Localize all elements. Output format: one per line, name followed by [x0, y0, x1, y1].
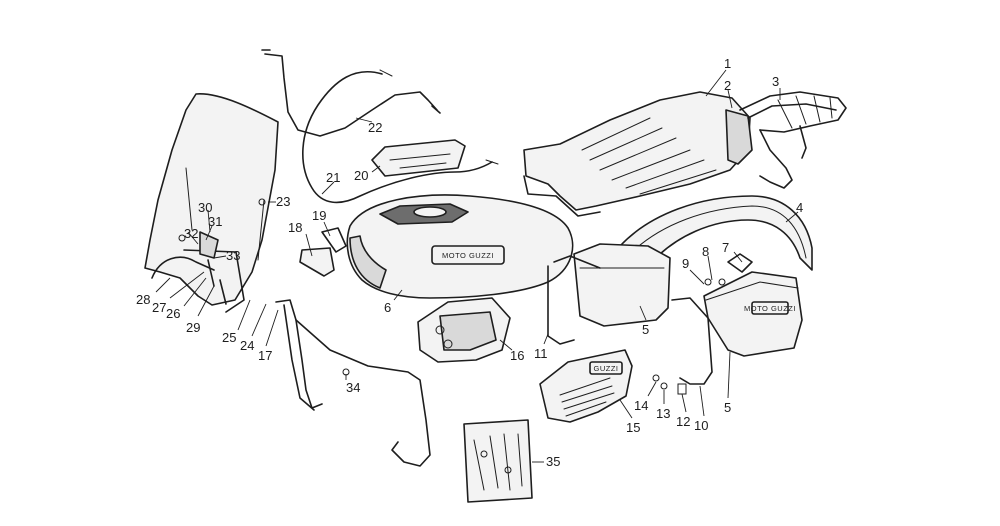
- callout-20: 20: [354, 168, 368, 183]
- pannier-rail-right: [671, 297, 713, 385]
- side-panel-left: [417, 297, 511, 363]
- callout-2: 2: [724, 78, 731, 93]
- mount-bracket: [299, 227, 347, 277]
- callout-18: 18: [288, 220, 302, 235]
- callout-23: 23: [276, 194, 290, 209]
- callout-12: 12: [676, 414, 690, 429]
- callout-5b: 5: [724, 400, 731, 415]
- callout-13: 13: [656, 406, 670, 421]
- crash-bar: [275, 299, 431, 467]
- callout-28: 28: [136, 292, 150, 307]
- handlebar: [261, 49, 441, 137]
- pannier-left: [573, 243, 671, 327]
- callout-34: 34: [346, 380, 360, 395]
- callout-31: 31: [208, 214, 222, 229]
- seat: [523, 91, 753, 217]
- callout-17: 17: [258, 348, 272, 363]
- callout-19: 19: [312, 208, 326, 223]
- tank-badge: MOTO GUZZI: [442, 251, 494, 260]
- callout-27: 27: [152, 300, 166, 315]
- case-badge: MOTO GUZZI: [744, 304, 796, 313]
- luggage-rack: [739, 91, 847, 189]
- callout-25: 25: [222, 330, 236, 345]
- callout-29: 29: [186, 320, 200, 335]
- windshield: [144, 93, 279, 313]
- callout-32: 32: [184, 226, 198, 241]
- callout-labels: 1 2 3 4 5 5 6 7 8 9 10 11 12 13 14 15 16…: [136, 56, 803, 469]
- callout-21: 21: [326, 170, 340, 185]
- callout-8: 8: [702, 244, 709, 259]
- callout-11: 11: [534, 346, 548, 361]
- callout-10: 10: [694, 418, 708, 433]
- hardware-bag: [463, 419, 533, 503]
- callout-4: 4: [796, 200, 803, 215]
- callout-35: 35: [546, 454, 560, 469]
- callout-7: 7: [722, 240, 729, 255]
- callout-30: 30: [198, 200, 212, 215]
- callout-5a: 5: [642, 322, 649, 337]
- side-panel-right: GUZZI: [539, 349, 633, 423]
- callout-33: 33: [226, 248, 240, 263]
- callout-15: 15: [626, 420, 640, 435]
- callout-9: 9: [682, 256, 689, 271]
- callout-6: 6: [384, 300, 391, 315]
- callout-22: 22: [368, 120, 382, 135]
- callout-14: 14: [634, 398, 648, 413]
- leader-lines: [155, 69, 799, 463]
- callout-24: 24: [240, 338, 254, 353]
- fuel-tank: MOTO GUZZI: [346, 194, 574, 299]
- pannier-rail-left: [547, 255, 601, 345]
- callout-3: 3: [772, 74, 779, 89]
- panel-badge: GUZZI: [594, 364, 619, 373]
- callout-26: 26: [166, 306, 180, 321]
- callout-1: 1: [724, 56, 731, 71]
- rear-fender: [619, 195, 813, 271]
- pannier-right: MOTO GUZZI: [703, 253, 803, 357]
- callout-16: 16: [510, 348, 524, 363]
- cover-plate: [371, 139, 466, 177]
- control-cable: [302, 69, 499, 204]
